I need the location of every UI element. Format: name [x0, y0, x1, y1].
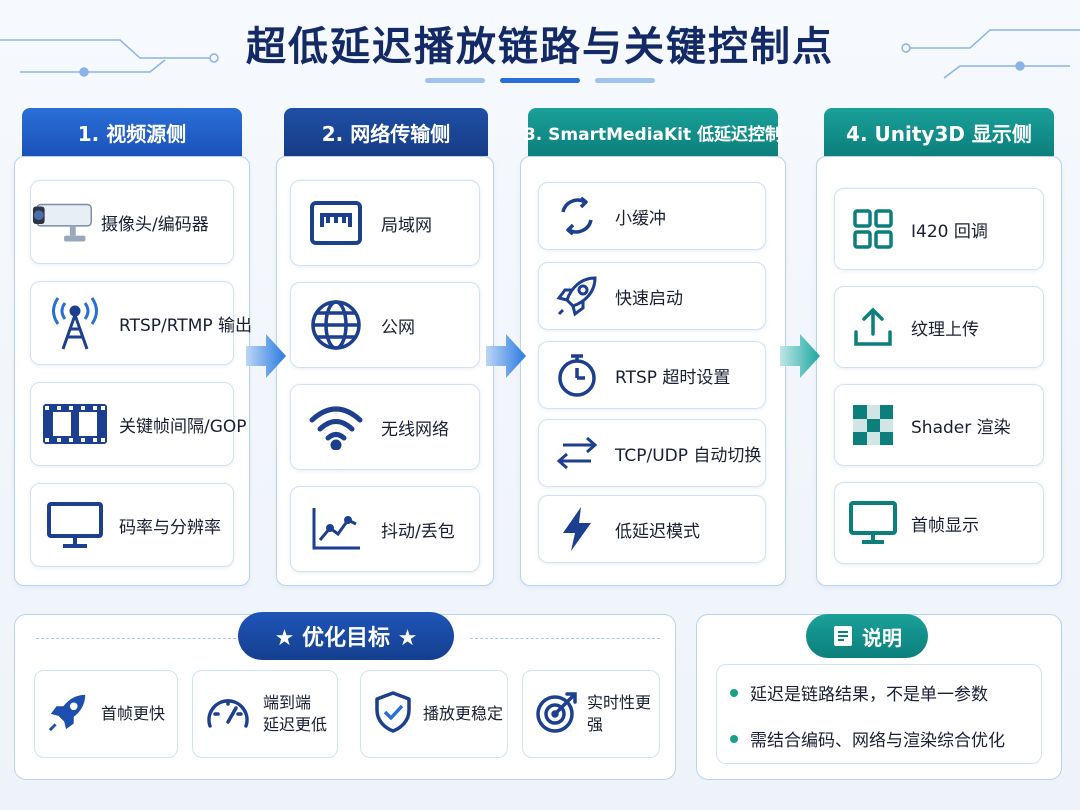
note-text: 需结合编码、网络与渲染综合优化 [750, 731, 1005, 751]
card-label: 抖动/丢包 [381, 521, 455, 542]
antenna-icon [31, 293, 119, 353]
card-jitter-loss: 抖动/丢包 [290, 486, 480, 572]
card-label: 低延迟模式 [615, 521, 700, 542]
card-label: 小缓冲 [615, 208, 666, 229]
card-label: 无线网络 [381, 419, 449, 440]
column-header-smartmediakit: 3. SmartMediaKit 低延迟控制 [524, 108, 782, 156]
card-label: RTSP 超时设置 [615, 367, 731, 388]
globe-icon [291, 298, 381, 352]
divider [470, 638, 660, 639]
card-public-network: 公网 [290, 282, 480, 368]
card-texture-upload: 纹理上传 [834, 286, 1044, 368]
notes-title-label: 说明 [862, 625, 902, 650]
card-rtsp-timeout: RTSP 超时设置 [538, 341, 766, 409]
card-label: Shader 渲染 [911, 417, 1011, 438]
notes-list [716, 664, 1042, 764]
shield-check-icon [373, 690, 413, 738]
card-label: 摄像头/编码器 [101, 214, 209, 235]
goal-lower-latency: 端到端 延迟更低 [192, 670, 338, 758]
card-small-buffer: 小缓冲 [538, 182, 766, 250]
column-header-network: 2. 网络传输侧 [284, 108, 488, 156]
notes-title: 说明 [806, 614, 928, 658]
ethernet-icon [291, 199, 381, 247]
rocket-icon [47, 691, 89, 737]
card-label: I420 回调 [911, 221, 988, 242]
card-lan: 局域网 [290, 180, 480, 266]
flow-arrow-icon [246, 334, 286, 378]
goal-label: 端到端 延迟更低 [263, 692, 328, 734]
card-label: 纹理上传 [911, 319, 979, 340]
goal-better-realtime: 实时性更强 [522, 670, 660, 758]
card-label: 局域网 [381, 215, 432, 236]
card-tcp-udp-switch: TCP/UDP 自动切换 [538, 419, 766, 487]
card-wireless: 无线网络 [290, 384, 480, 470]
goal-label: 实时性更强 [587, 692, 652, 734]
column-header-source: 1. 视频源侧 [22, 108, 242, 156]
card-gop-interval: 关键帧间隔/GOP [30, 382, 247, 466]
card-bitrate-resolution: 码率与分辨率 [30, 483, 234, 567]
grid-icon [835, 208, 911, 250]
flow-arrow-icon [780, 334, 820, 378]
monitor-icon [835, 500, 911, 546]
goal-faster-first-frame: 首帧更快 [34, 670, 178, 758]
wifi-icon [291, 404, 381, 450]
rocket-icon [539, 274, 615, 318]
flow-arrow-icon [486, 334, 526, 378]
page-title: 超低延迟播放链路与关键控制点 [246, 24, 834, 70]
stopwatch-icon [539, 352, 615, 398]
card-camera-encoder: 摄像头/编码器 [30, 180, 234, 264]
lightning-icon [539, 505, 615, 553]
note-text: 延迟是链路结果，不是单一参数 [750, 685, 988, 705]
note-item: 需结合编码、网络与渲染综合优化 [730, 726, 1005, 751]
goal-label: 播放更稳定 [423, 703, 504, 723]
title-underline [425, 78, 655, 84]
circuit-decoration-left [0, 39, 219, 77]
bullet-dot [730, 688, 738, 697]
card-i420-callback: I420 回调 [834, 188, 1044, 270]
card-label: RTSP/RTMP 输出 [119, 315, 253, 336]
upload-icon [835, 306, 911, 348]
film-strip-icon [31, 402, 119, 446]
line-chart-icon [291, 504, 381, 554]
card-fast-start: 快速启动 [538, 262, 766, 330]
checker-icon [835, 404, 911, 446]
card-label: 快速启动 [615, 288, 683, 309]
speedometer-icon [205, 692, 251, 736]
card-label: 首帧显示 [911, 515, 979, 536]
card-shader-render: Shader 渲染 [834, 384, 1044, 466]
monitor-icon [31, 500, 119, 550]
document-icon [832, 624, 854, 648]
camera-icon [31, 192, 101, 252]
card-low-latency-mode: 低延迟模式 [538, 495, 766, 563]
card-label: 码率与分辨率 [119, 517, 221, 538]
card-label: TCP/UDP 自动切换 [615, 445, 762, 466]
goal-label: 首帧更快 [101, 703, 166, 723]
refresh-icon [539, 194, 615, 238]
goals-title: ★ 优化目标 ★ [238, 612, 454, 660]
card-label: 公网 [381, 317, 415, 338]
target-icon [535, 690, 579, 738]
column-header-unity3d: 4. Unity3D 显示侧 [824, 108, 1054, 156]
switch-arrows-icon [539, 433, 615, 473]
card-rtsp-rtmp-output: RTSP/RTMP 输出 [30, 281, 252, 365]
goal-more-stable: 播放更稳定 [360, 670, 508, 758]
circuit-decoration-right [901, 29, 1080, 79]
card-label: 关键帧间隔/GOP [119, 416, 247, 437]
divider [36, 638, 236, 639]
bullet-dot [730, 734, 738, 743]
card-first-frame-display: 首帧显示 [834, 482, 1044, 564]
note-item: 延迟是链路结果，不是单一参数 [730, 680, 988, 705]
